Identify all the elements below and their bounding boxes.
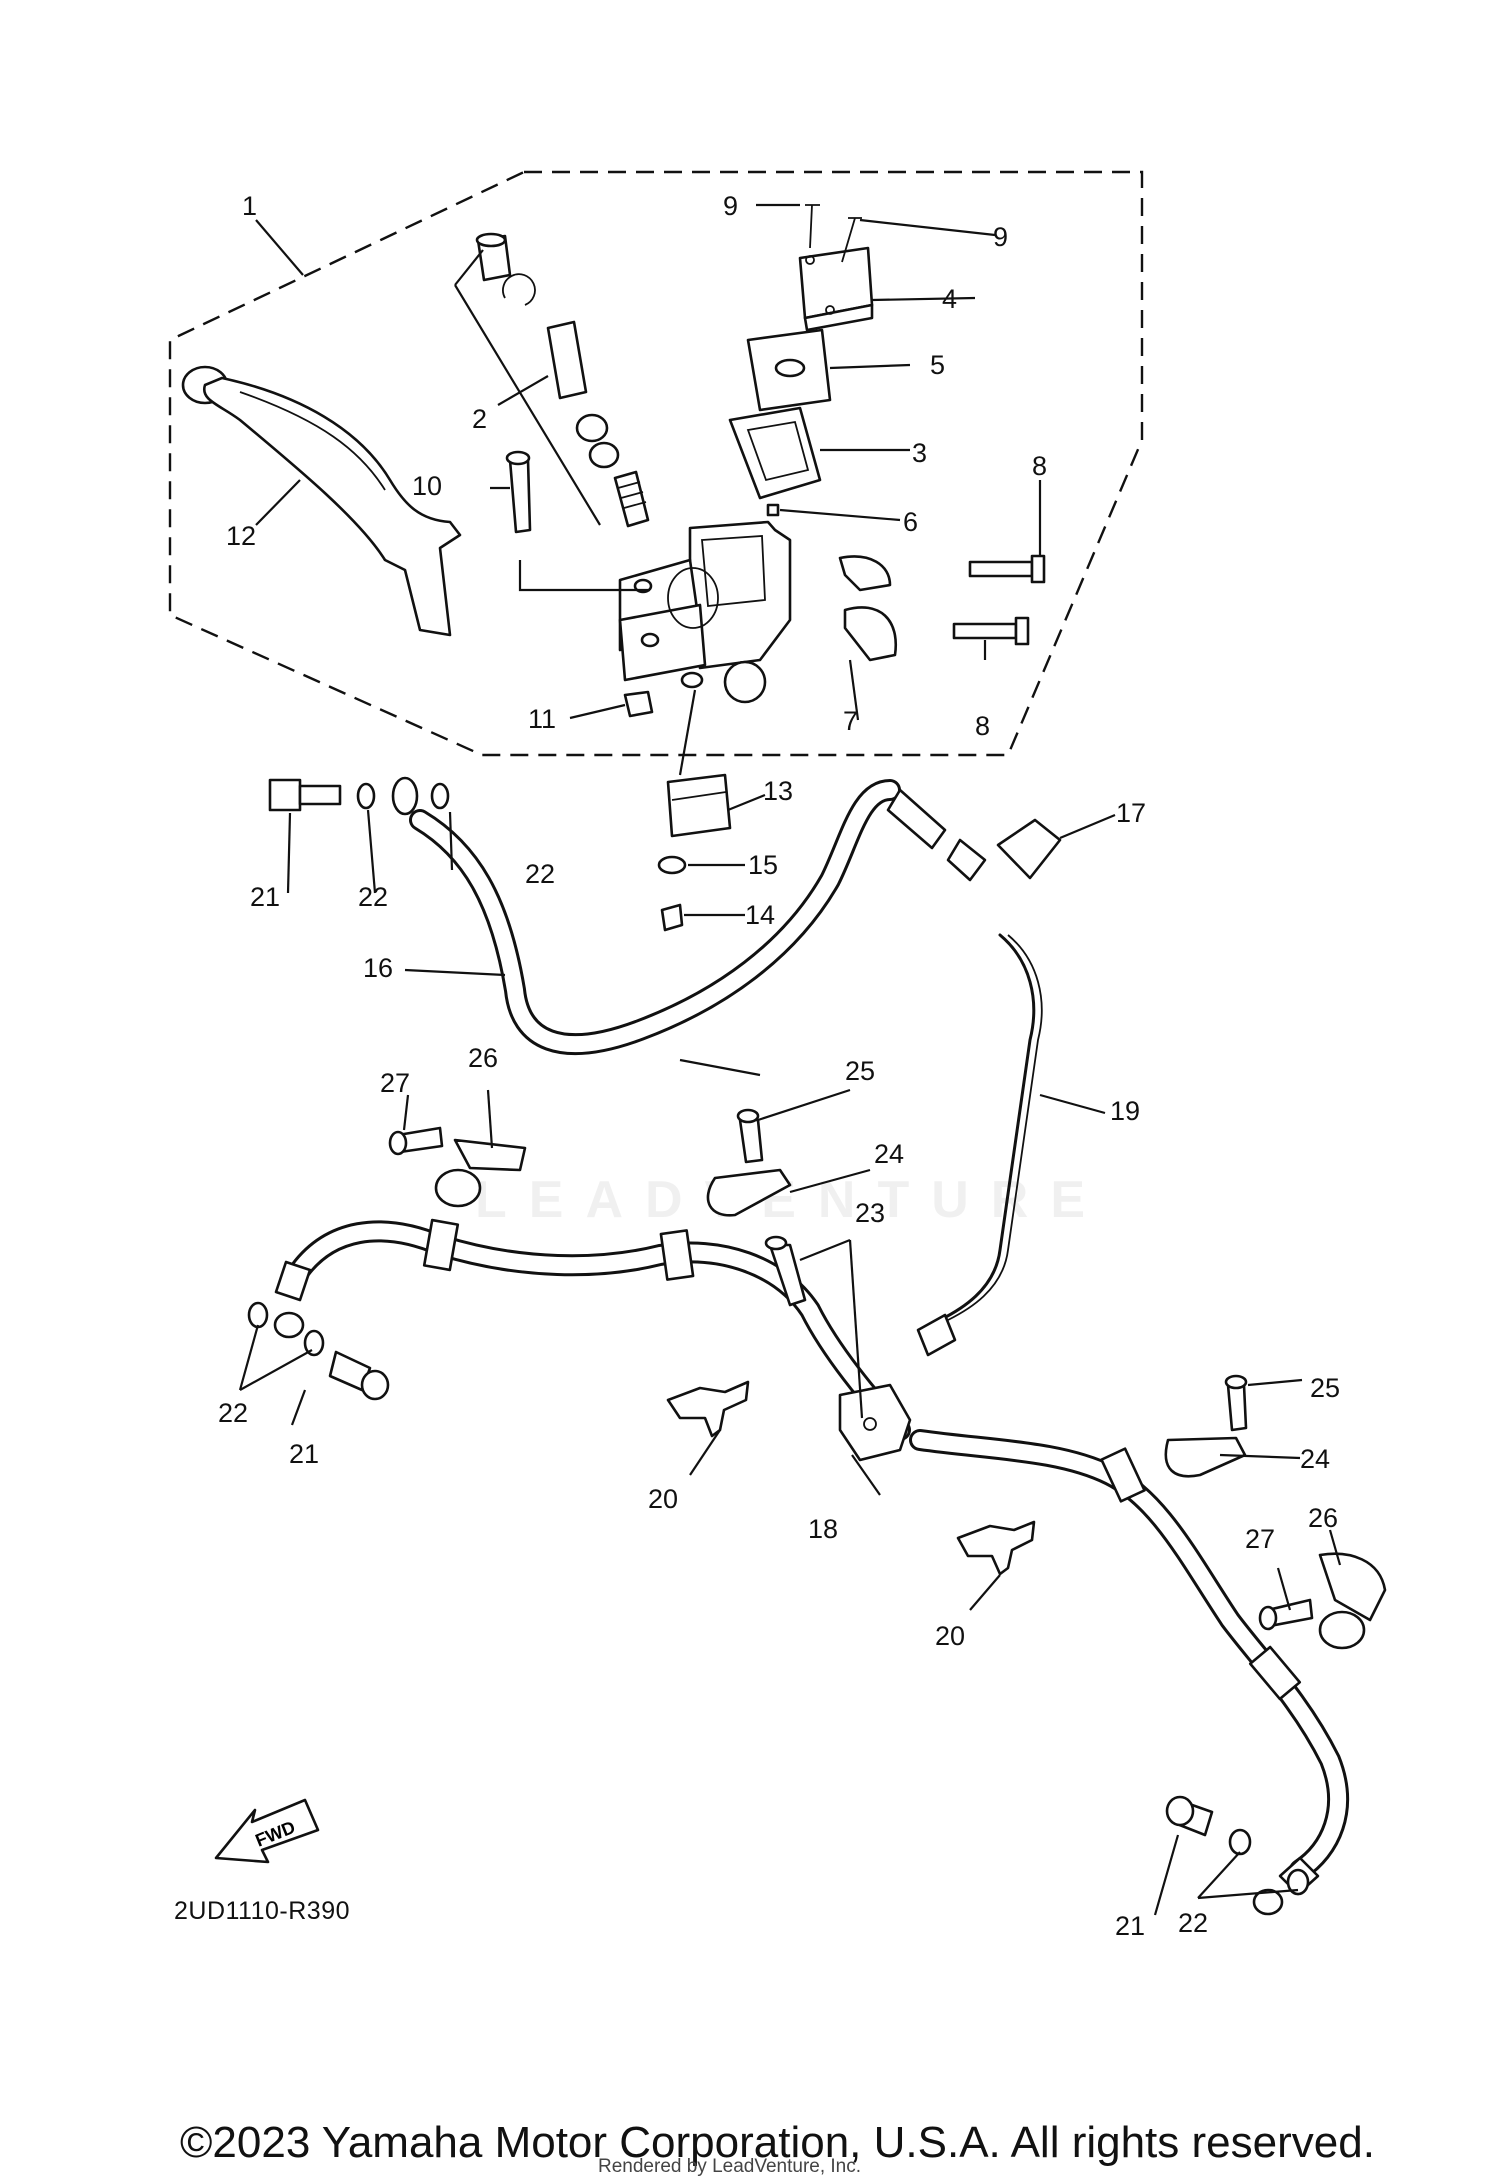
holder-bolt-left[interactable] bbox=[388, 1126, 444, 1156]
callout-4[interactable]: 4 bbox=[942, 284, 957, 314]
copper-washer-lower-left[interactable] bbox=[247, 1301, 325, 1357]
callout-26-left[interactable]: 26 bbox=[468, 1043, 498, 1073]
master-cylinder-assembly-boundary bbox=[168, 170, 1144, 757]
callout-labels: 1 2 3 4 5 6 7 8 8 9 9 10 11 12 13 14 15 … bbox=[218, 191, 1340, 1941]
callout-21-lower-right[interactable]: 21 bbox=[1115, 1911, 1145, 1941]
guide-bolt-right[interactable] bbox=[1224, 1374, 1248, 1432]
diagram-code: 2UD1110-R390 bbox=[174, 1897, 351, 1925]
handlebar-holder[interactable] bbox=[838, 555, 898, 662]
hose-guide-upper[interactable] bbox=[706, 1168, 792, 1217]
callout-2[interactable]: 2 bbox=[472, 404, 487, 434]
callout-1[interactable]: 1 bbox=[242, 191, 257, 221]
copper-washer-lower-right[interactable] bbox=[1228, 1828, 1310, 1896]
callout-9-right[interactable]: 9 bbox=[993, 222, 1008, 252]
leader-lines bbox=[238, 203, 1342, 1916]
callout-20-center[interactable]: 20 bbox=[648, 1484, 678, 1514]
callout-6[interactable]: 6 bbox=[903, 507, 918, 537]
brake-hose-lower[interactable] bbox=[273, 1218, 1349, 1916]
reservoir-plate[interactable] bbox=[728, 406, 822, 500]
callout-25-upper[interactable]: 25 bbox=[845, 1056, 875, 1086]
callout-20-right[interactable]: 20 bbox=[935, 1621, 965, 1651]
callout-22-upper-right[interactable]: 22 bbox=[525, 859, 555, 889]
forward-direction-arrow: FWD bbox=[214, 1798, 320, 1864]
hose-holder-right[interactable] bbox=[1318, 1552, 1387, 1650]
callout-22-lower-left[interactable]: 22 bbox=[218, 1398, 248, 1428]
switch-washer[interactable] bbox=[657, 855, 687, 875]
rendered-by-notice: Rendered by LeadVenture, Inc. bbox=[598, 2156, 862, 2177]
callout-24-lower[interactable]: 24 bbox=[1300, 1444, 1330, 1474]
callout-3[interactable]: 3 bbox=[912, 438, 927, 468]
callout-18[interactable]: 18 bbox=[808, 1514, 838, 1544]
callout-7[interactable]: 7 bbox=[843, 706, 858, 736]
union-bolt-upper[interactable] bbox=[268, 778, 342, 812]
callout-23[interactable]: 23 bbox=[855, 1198, 885, 1228]
callout-17[interactable]: 17 bbox=[1116, 798, 1146, 828]
callout-5[interactable]: 5 bbox=[930, 350, 945, 380]
nut[interactable] bbox=[623, 690, 654, 718]
callout-26-right[interactable]: 26 bbox=[1308, 1503, 1338, 1533]
reservoir-diaphragm[interactable] bbox=[746, 328, 832, 412]
callout-8-lower[interactable]: 8 bbox=[975, 711, 990, 741]
reservoir-cap[interactable] bbox=[798, 246, 874, 332]
holder-bolt-right[interactable] bbox=[1258, 1598, 1314, 1631]
hose-clip-right[interactable] bbox=[956, 1520, 1036, 1576]
callout-14[interactable]: 14 bbox=[745, 900, 775, 930]
callout-12[interactable]: 12 bbox=[226, 521, 256, 551]
callout-24-upper[interactable]: 24 bbox=[874, 1139, 904, 1169]
hose-clip-center[interactable] bbox=[666, 1380, 750, 1438]
callout-10[interactable]: 10 bbox=[412, 471, 442, 501]
holder-bolt-upper[interactable] bbox=[968, 554, 1046, 584]
hose-holder-left[interactable] bbox=[434, 1138, 527, 1208]
union-bolt-lower-right[interactable] bbox=[1165, 1795, 1214, 1837]
callout-21-upper[interactable]: 21 bbox=[250, 882, 280, 912]
callout-22-upper-left[interactable]: 22 bbox=[358, 882, 388, 912]
callout-9-left[interactable]: 9 bbox=[723, 191, 738, 221]
callout-13[interactable]: 13 bbox=[763, 776, 793, 806]
hose-guide-right[interactable] bbox=[1164, 1436, 1247, 1478]
callout-25-lower[interactable]: 25 bbox=[1310, 1373, 1340, 1403]
piston-kit[interactable] bbox=[475, 232, 650, 528]
callout-21-lower-left[interactable]: 21 bbox=[289, 1439, 319, 1469]
union-bolt-lower-left[interactable] bbox=[328, 1350, 390, 1401]
joint-bolt[interactable] bbox=[764, 1235, 807, 1307]
callout-19[interactable]: 19 bbox=[1110, 1096, 1140, 1126]
brake-pipe[interactable] bbox=[916, 933, 1043, 1357]
brake-light-switch[interactable] bbox=[666, 773, 732, 838]
cap-screw[interactable] bbox=[805, 204, 862, 263]
holder-bolt-lower[interactable] bbox=[952, 616, 1030, 646]
callout-27-left[interactable]: 27 bbox=[380, 1068, 410, 1098]
brake-hose-joint[interactable] bbox=[838, 1383, 912, 1462]
callout-16[interactable]: 16 bbox=[363, 953, 393, 983]
copyright-notice: ©2023 Yamaha Motor Corporation, U.S.A. A… bbox=[180, 2118, 1375, 2167]
callout-8-upper[interactable]: 8 bbox=[1032, 451, 1047, 481]
callout-11[interactable]: 11 bbox=[528, 704, 556, 734]
copper-washer-upper[interactable] bbox=[356, 782, 450, 810]
hose-clamp-17[interactable] bbox=[996, 818, 1062, 880]
switch-screw[interactable] bbox=[660, 903, 684, 932]
brake-hose-upper[interactable] bbox=[391, 776, 987, 1055]
brake-lever[interactable] bbox=[181, 365, 462, 637]
master-cylinder-body[interactable] bbox=[618, 520, 792, 704]
callout-22-lower-right[interactable]: 22 bbox=[1178, 1908, 1208, 1938]
guide-bolt-upper[interactable] bbox=[736, 1108, 764, 1164]
reservoir-float[interactable] bbox=[766, 503, 780, 517]
callout-27-right[interactable]: 27 bbox=[1245, 1524, 1275, 1554]
lever-pivot-bolt[interactable] bbox=[505, 450, 532, 534]
callout-15[interactable]: 15 bbox=[748, 850, 778, 880]
